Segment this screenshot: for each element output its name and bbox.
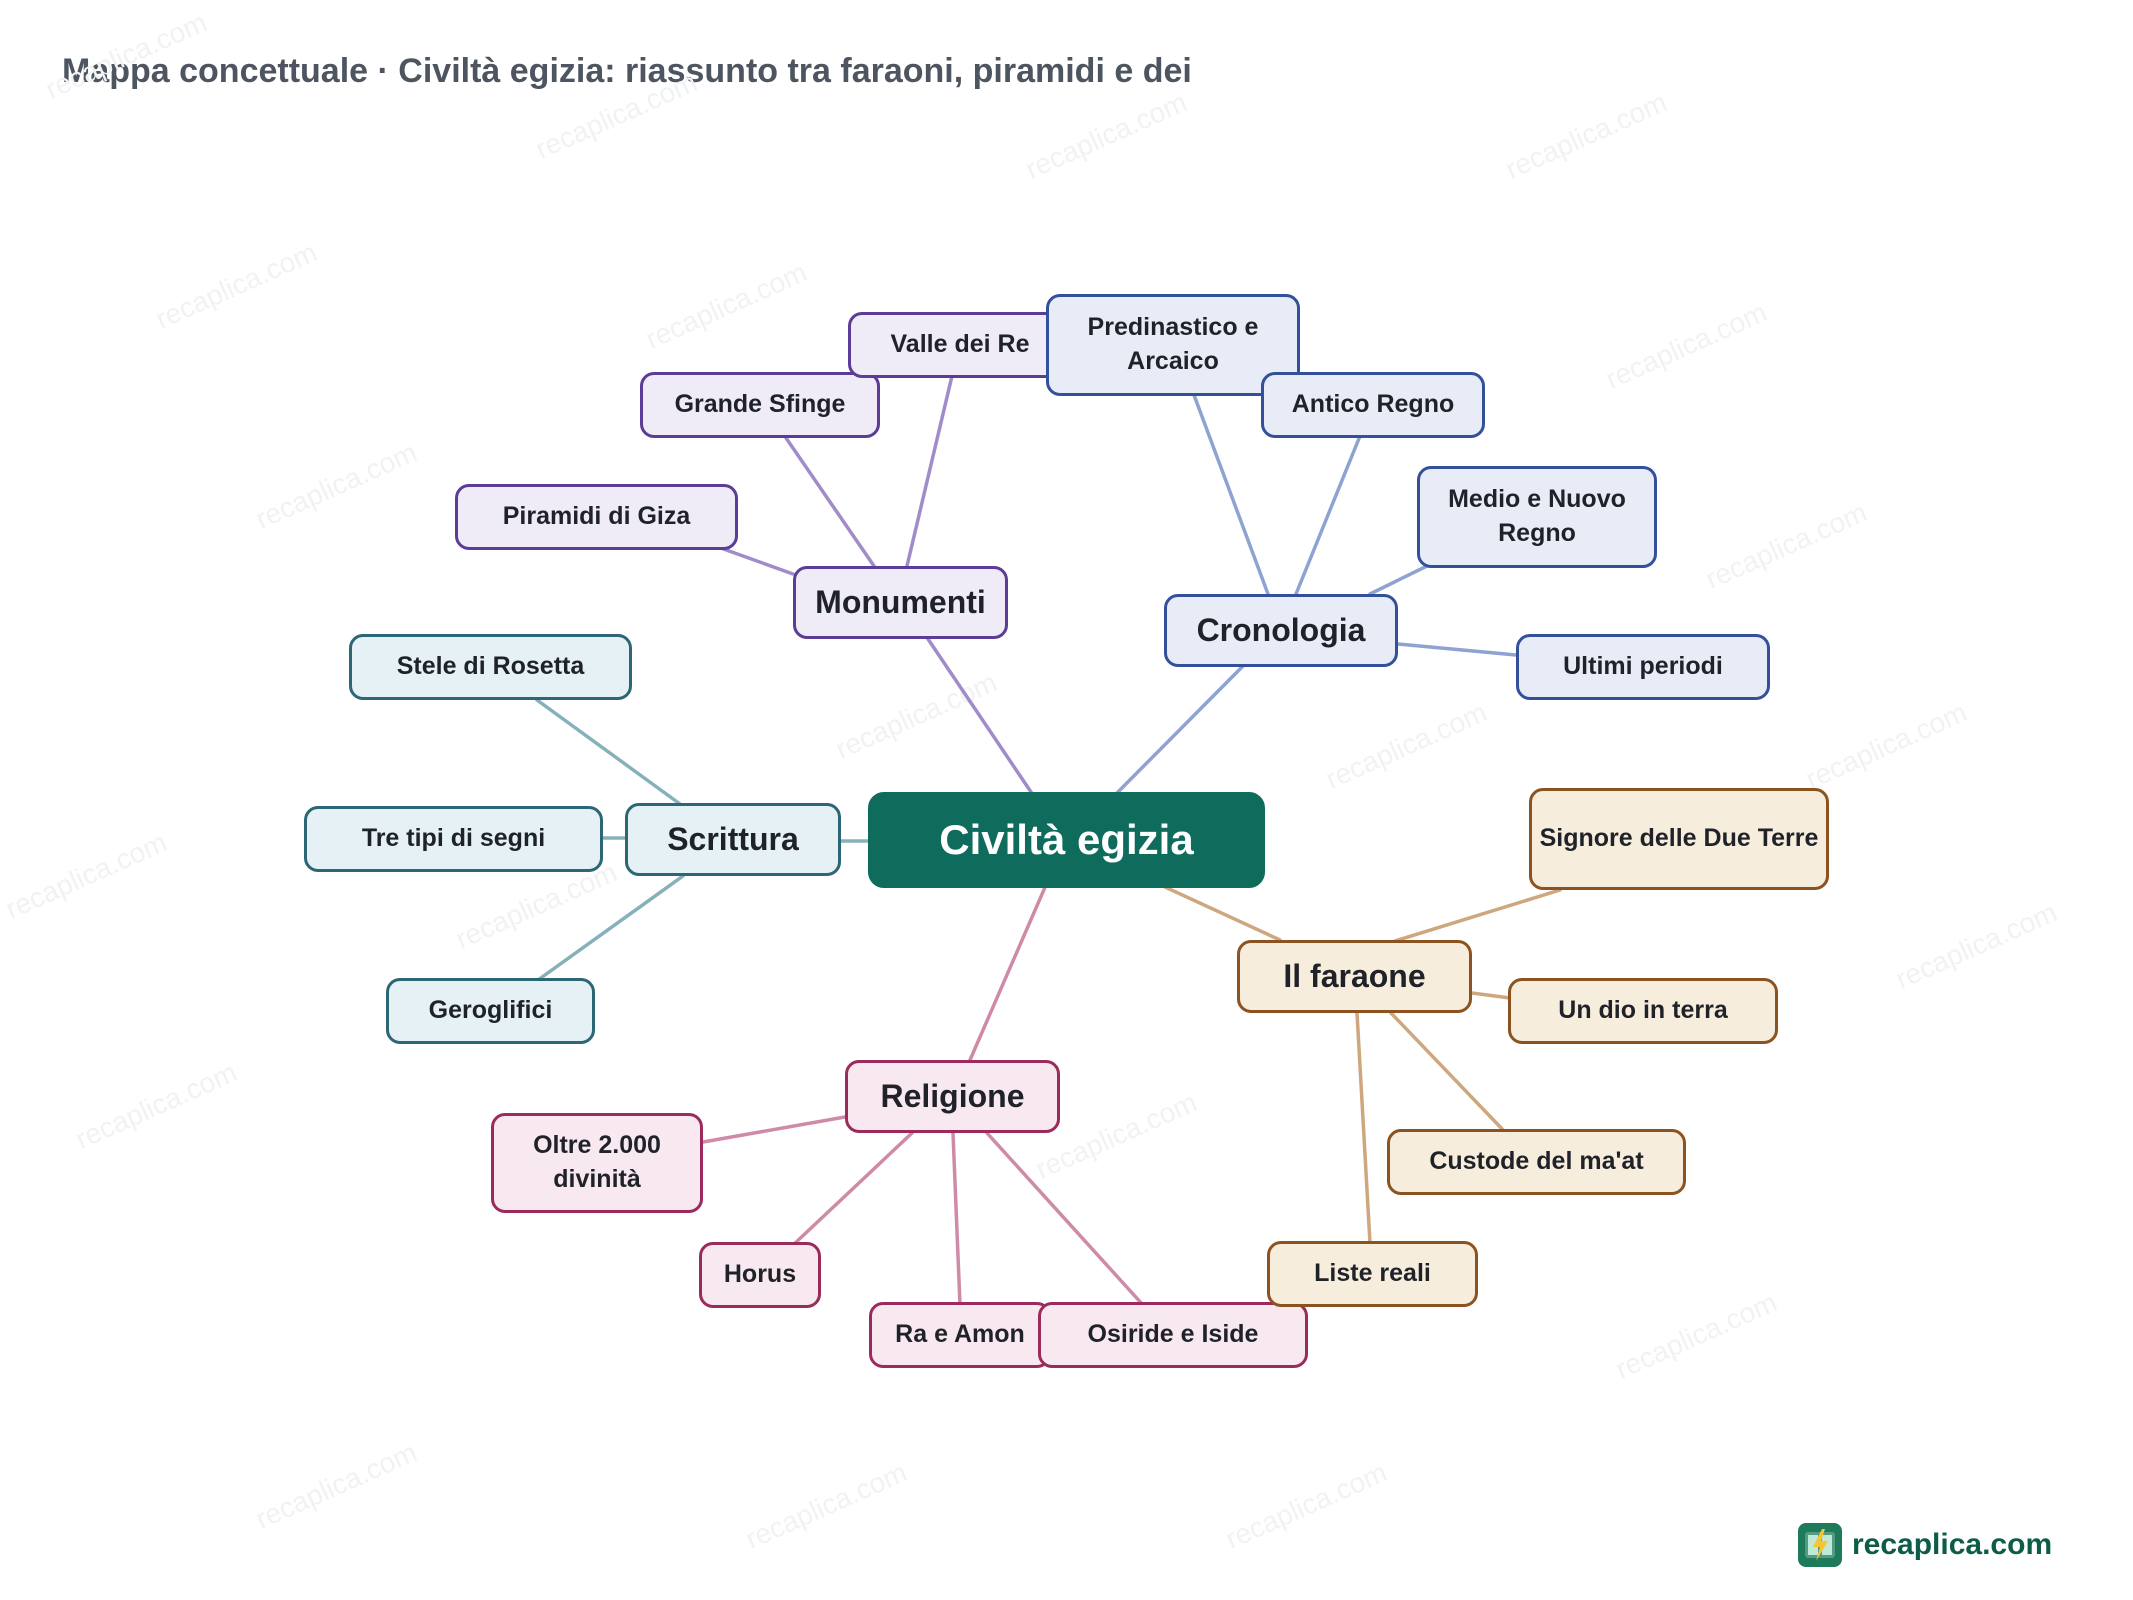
link-faraone-signore	[1393, 888, 1562, 943]
brand-logo[interactable]: recaplica.com	[1798, 1523, 2052, 1567]
link-root-faraone	[1163, 885, 1282, 942]
link-root-cronologia	[1113, 663, 1246, 797]
leaf-liste-reali[interactable]: Liste reali	[1267, 1241, 1478, 1307]
logo-text: recaplica.com	[1852, 1528, 2053, 1561]
link-religione-horus	[790, 1131, 914, 1248]
branch-cronologia[interactable]: Cronologia	[1164, 594, 1398, 667]
link-monumenti-sfinge	[782, 433, 876, 568]
link-cronologia-medio	[1368, 564, 1429, 596]
leaf-geroglifici[interactable]: Geroglifici	[386, 978, 595, 1044]
leaf-grande-sfinge[interactable]: Grande Sfinge	[640, 372, 880, 438]
branch-il-faraone[interactable]: Il faraone	[1237, 940, 1472, 1013]
leaf-medio-e-nuovo-regno[interactable]: Medio e Nuovo Regno	[1417, 466, 1657, 568]
leaf-ultimi-periodi[interactable]: Ultimi periodi	[1516, 634, 1770, 700]
leaf-tre-tipi-di-segni[interactable]: Tre tipi di segni	[304, 806, 603, 872]
leaf-oltre-2000-divinita[interactable]: Oltre 2.000 divinità	[491, 1113, 703, 1213]
leaf-horus[interactable]: Horus	[699, 1242, 821, 1308]
link-religione-ra	[951, 1131, 962, 1307]
leaf-custode-del-maat[interactable]: Custode del ma'at	[1387, 1129, 1686, 1195]
page-title: Mappa concettuale · Civiltà egizia: rias…	[62, 52, 1192, 90]
leaf-un-dio-in-terra[interactable]: Un dio in terra	[1508, 978, 1778, 1044]
branch-monumenti[interactable]: Monumenti	[793, 566, 1008, 639]
link-faraone-dio	[1470, 991, 1512, 1000]
link-religione-divinita	[701, 1115, 847, 1144]
leaf-valle-dei-re[interactable]: Valle dei Re	[848, 312, 1072, 378]
leaf-antico-regno[interactable]: Antico Regno	[1261, 372, 1485, 438]
link-cronologia-predinastico	[1192, 393, 1270, 596]
link-faraone-liste	[1355, 1011, 1372, 1245]
branch-scrittura[interactable]: Scrittura	[625, 803, 841, 876]
link-scrittura-geroglifici	[536, 874, 685, 982]
root-node[interactable]: Civiltà egizia	[868, 792, 1265, 888]
link-cronologia-ultimi	[1396, 642, 1518, 657]
link-monumenti-piramidi	[716, 545, 795, 576]
leaf-osiride-e-iside[interactable]: Osiride e Iside	[1038, 1302, 1308, 1368]
lightning-book-icon	[1798, 1523, 1842, 1567]
leaf-signore-delle-due-terre[interactable]: Signore delle Due Terre	[1529, 788, 1829, 890]
leaf-ra-e-amon[interactable]: Ra e Amon	[869, 1302, 1051, 1368]
leaf-piramidi-di-giza[interactable]: Piramidi di Giza	[455, 484, 738, 550]
leaf-stele-di-rosetta[interactable]: Stele di Rosetta	[349, 634, 632, 700]
leaf-predinastico-e-arcaico[interactable]: Predinastico e Arcaico	[1046, 294, 1300, 396]
link-religione-osiride	[985, 1131, 1145, 1307]
link-monumenti-valle	[905, 374, 954, 568]
branch-religione[interactable]: Religione	[845, 1060, 1060, 1133]
link-root-monumenti	[926, 637, 1035, 797]
link-scrittura-rosetta	[535, 698, 682, 806]
link-faraone-maat	[1389, 1011, 1507, 1134]
link-root-religione	[968, 883, 1048, 1062]
link-cronologia-antico	[1294, 434, 1362, 596]
